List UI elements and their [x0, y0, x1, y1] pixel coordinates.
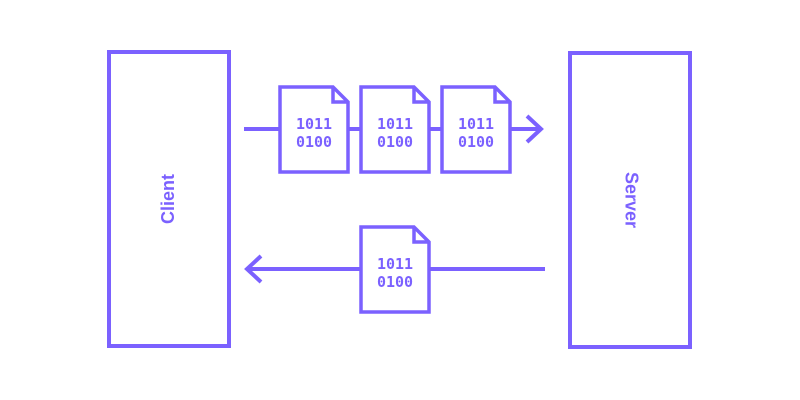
- request-packet: 1011 0100: [278, 85, 350, 174]
- packet-bits-line1: 1011: [296, 115, 332, 133]
- client-label: Client: [158, 174, 178, 224]
- packet-bits-line2: 0100: [377, 133, 413, 151]
- client-node: Client: [107, 50, 231, 348]
- file-icon: [359, 85, 431, 174]
- packet-bits-line2: 0100: [458, 133, 494, 151]
- server-node: Server: [568, 51, 692, 349]
- request-packet: 1011 0100: [440, 85, 512, 174]
- file-icon: [440, 85, 512, 174]
- packet-bits-line1: 1011: [377, 115, 413, 133]
- server-label: Server: [621, 172, 641, 228]
- file-icon: [359, 225, 431, 314]
- response-packet: 1011 0100: [359, 225, 431, 314]
- request-packet: 1011 0100: [359, 85, 431, 174]
- packet-bits-line1: 1011: [377, 255, 413, 273]
- server-box: [568, 51, 692, 349]
- packet-bits-line2: 0100: [296, 133, 332, 151]
- packet-bits-line2: 0100: [377, 273, 413, 291]
- packet-bits-line1: 1011: [458, 115, 494, 133]
- client-box: [107, 50, 231, 348]
- file-icon: [278, 85, 350, 174]
